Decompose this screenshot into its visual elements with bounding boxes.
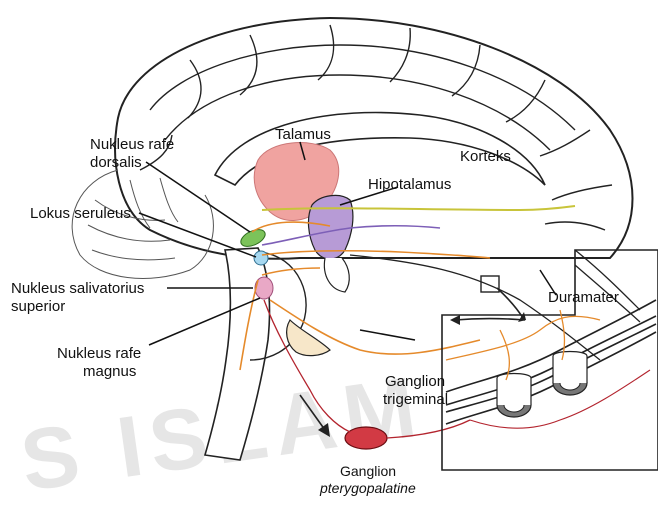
lokus-seruleus-nucleus — [254, 251, 268, 265]
label-ganglion-trigeminal-2: trigeminal — [383, 391, 448, 408]
inset-marker-box — [481, 276, 499, 292]
ganglion-pterygopalatine-shape — [345, 427, 387, 449]
red-pathway — [264, 300, 470, 438]
label-korteks: Korteks — [460, 148, 511, 165]
label-hipotalamus: Hipotalamus — [368, 176, 451, 193]
label-duramater: Duramater — [548, 289, 619, 306]
label-ganglion-pterygopalatine-1: Ganglion — [340, 463, 396, 480]
arrow-to-ganglion — [300, 395, 325, 430]
label-salivatorius-1: Nukleus salivatorius — [11, 280, 144, 297]
arrow-box-to-inset — [497, 288, 523, 318]
label-lokus-seruleus: Lokus seruleus — [30, 205, 131, 222]
label-talamus: Talamus — [275, 126, 331, 143]
vessel-segment-1 — [497, 374, 531, 418]
label-ganglion-trigeminal-1: Ganglion — [385, 373, 445, 390]
label-ganglion-pterygopalatine-2: pterygopalatine — [320, 480, 416, 497]
arrow-left — [455, 319, 525, 321]
label-ganglion-pterygopalatine-italic: pterygopalatine — [320, 480, 416, 496]
pituitary — [324, 258, 349, 292]
vessel-segment-2 — [553, 352, 587, 396]
diagram-stage: S ISLAM — [0, 0, 658, 501]
inset-frame — [442, 250, 658, 470]
label-rafe-magnus-2: magnus — [83, 363, 136, 380]
label-rafe-dorsalis-2: dorsalis — [90, 154, 142, 171]
label-rafe-dorsalis-1: Nukleus rafe — [90, 136, 174, 153]
label-salivatorius-2: superior — [11, 298, 65, 315]
label-rafe-magnus-1: Nukleus rafe — [57, 345, 141, 362]
brain-illustration — [0, 0, 658, 501]
